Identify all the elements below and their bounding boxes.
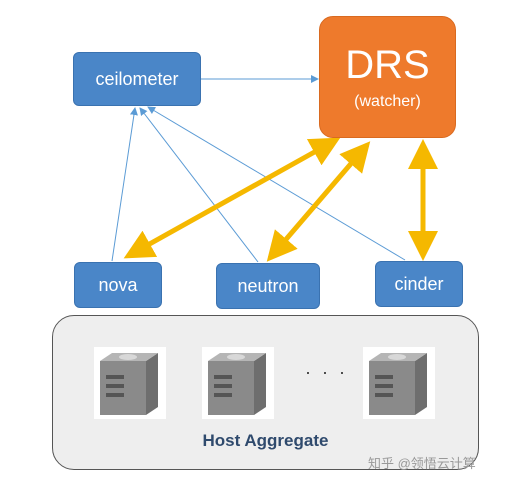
edge-nova-to-ceilometer [111, 107, 138, 262]
more-servers-ellipsis: · · · [305, 362, 348, 382]
host-aggregate-container: · · · Host Aggregate [52, 315, 479, 470]
cinder-label: cinder [394, 273, 444, 294]
host-aggregate-label: Host Aggregate [202, 431, 329, 450]
watermark: 知乎 @领悟云计算 [368, 456, 476, 471]
ceilometer-label: ceilometer [95, 68, 179, 89]
server-icon [94, 347, 166, 419]
drs-title: DRS [345, 43, 430, 87]
neutron-label: neutron [237, 275, 299, 296]
edge-drs-neutron [266, 141, 371, 262]
neutron-node: neutron [216, 263, 320, 309]
server-icon [363, 347, 435, 419]
drs-subtitle: (watcher) [354, 93, 421, 110]
cinder-node: cinder [375, 261, 463, 307]
nova-node: nova [74, 262, 162, 308]
ceilometer-node: ceilometer [73, 52, 201, 106]
drs-node: DRS (watcher) [319, 16, 456, 138]
nova-label: nova [98, 274, 138, 295]
server-icon [202, 347, 274, 419]
